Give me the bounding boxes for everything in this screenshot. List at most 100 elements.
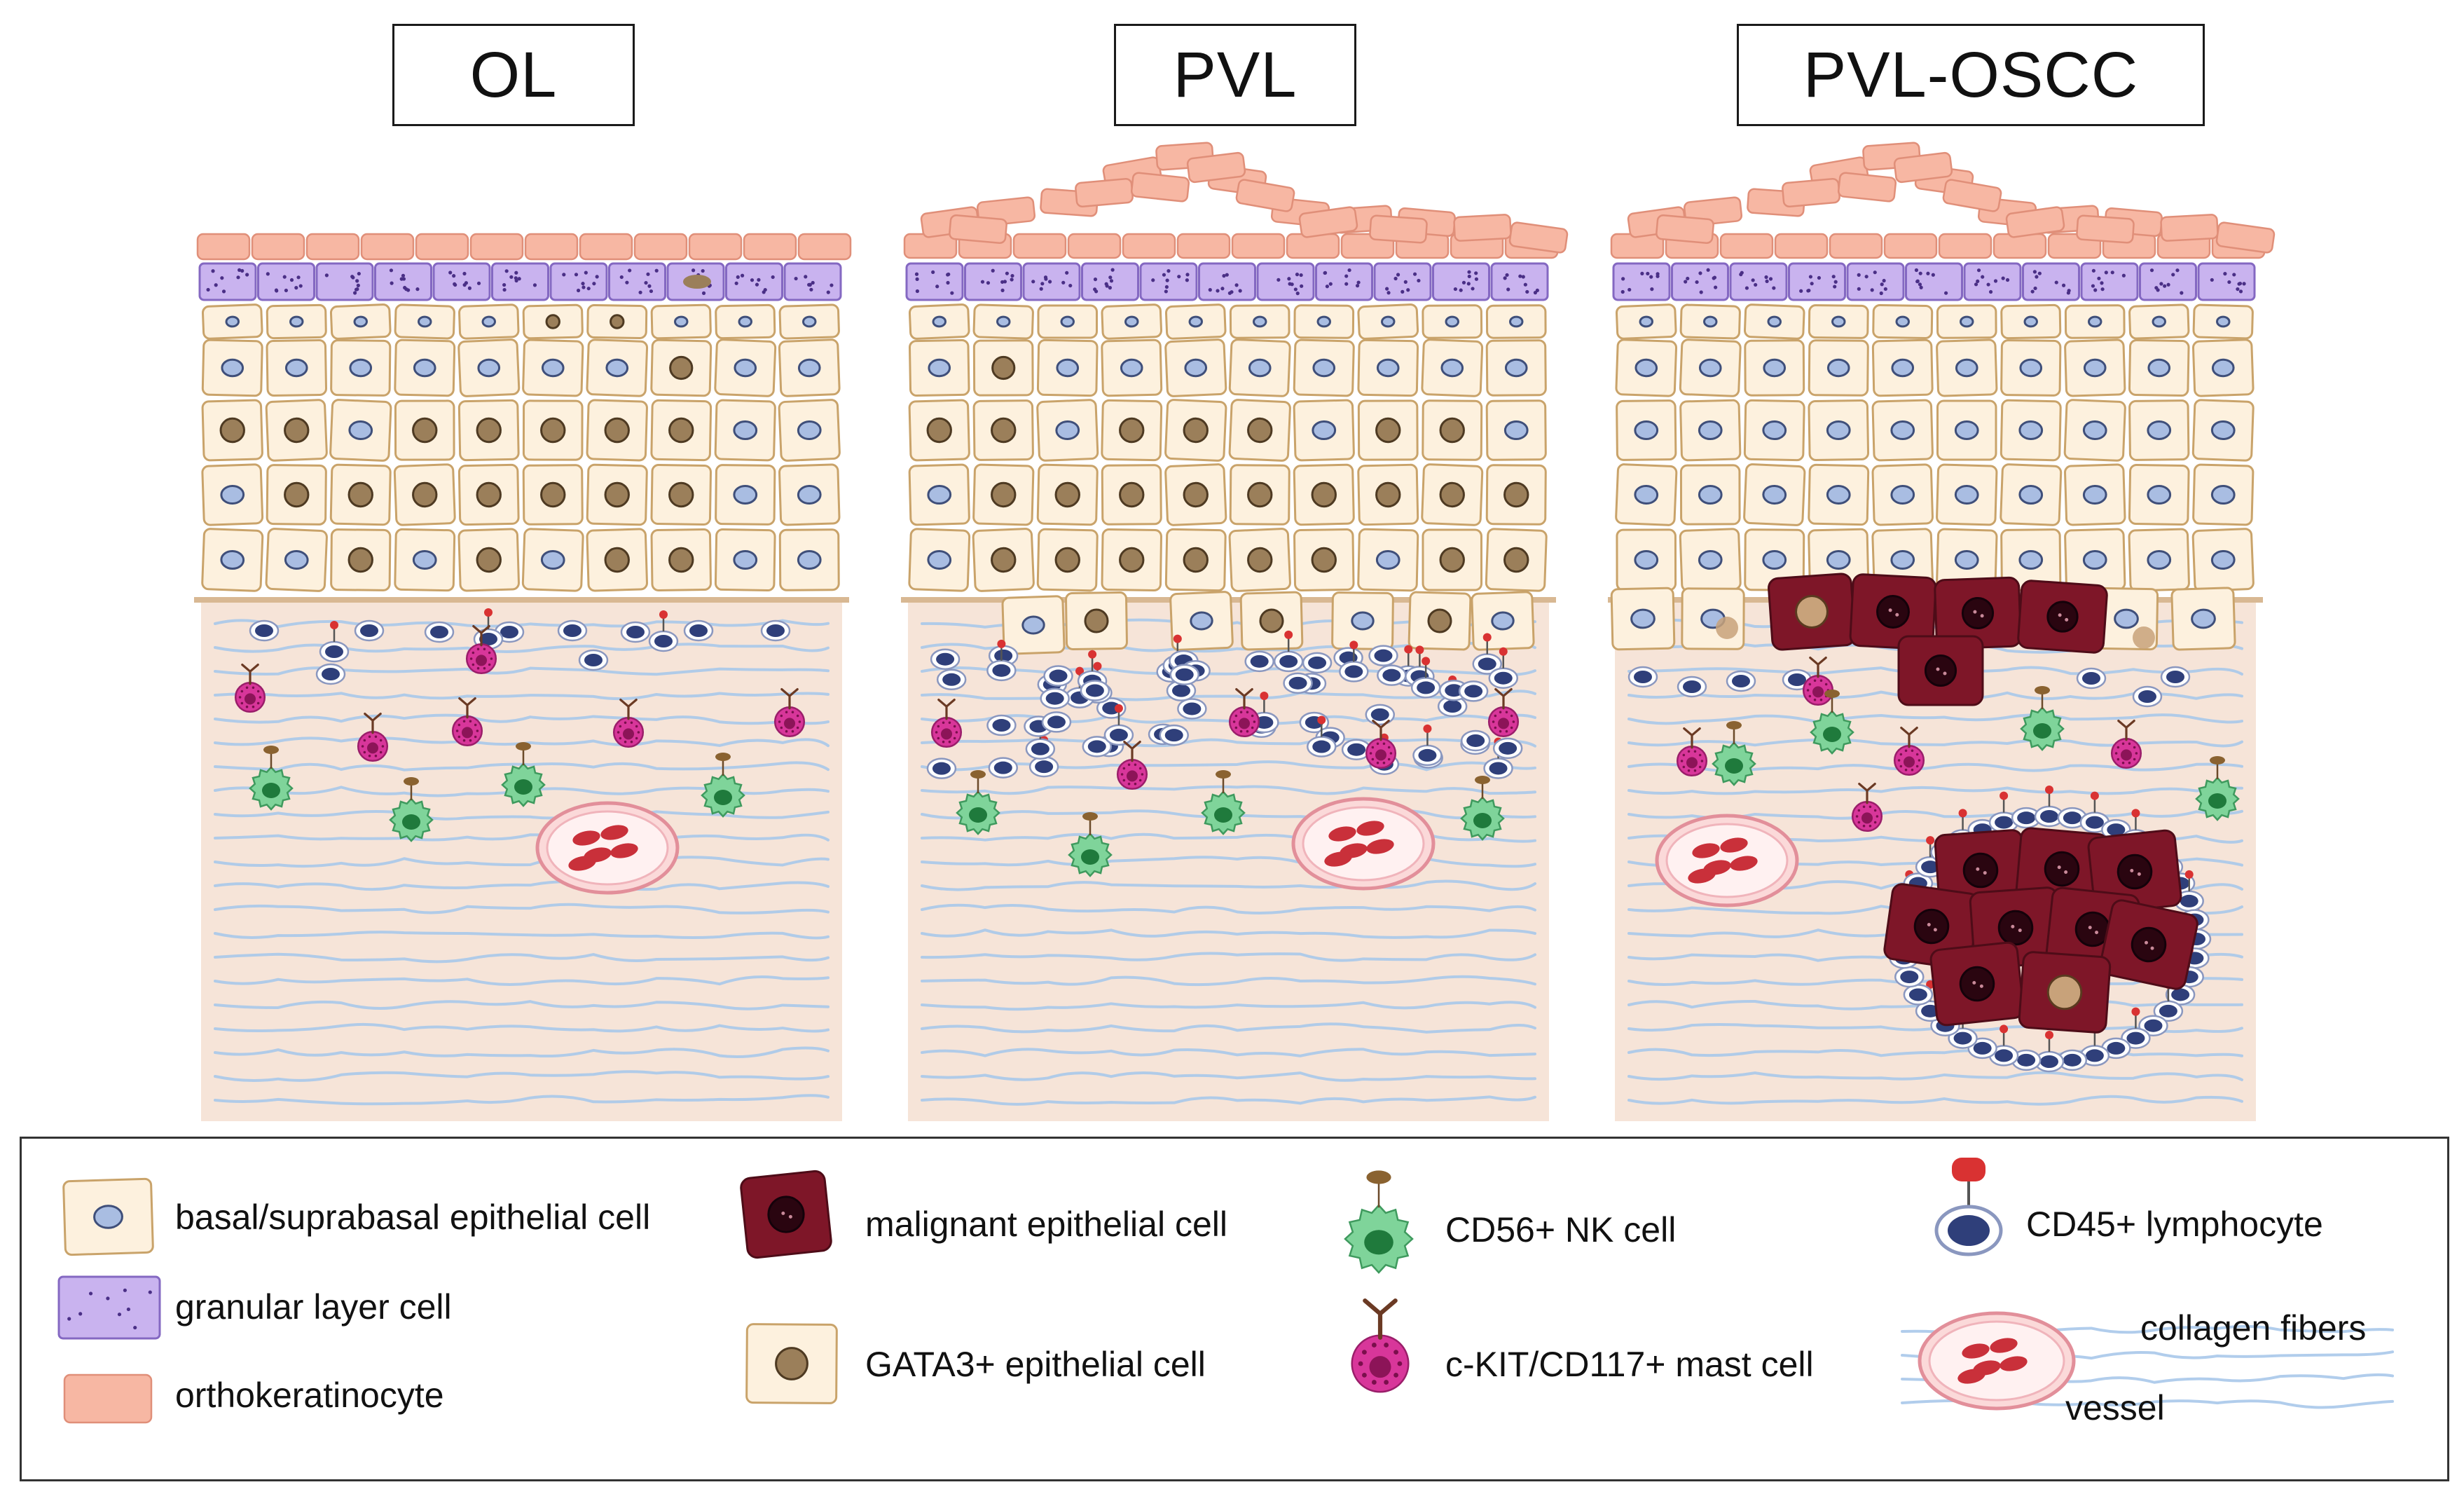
orthokeratinocyte [949,214,1007,245]
cd56-nk-cell [701,753,745,818]
cd45-lymphocyte [1437,675,1468,718]
granular-layer-cell [1788,262,1846,301]
panel-pvl-oscc [1608,142,2276,1121]
basal-epithelial-cell [2000,528,2062,591]
granular-layer-cell [2197,262,2256,301]
basal-epithelial-cell [1001,595,1066,655]
cd45-lymphocyte [648,610,679,652]
gata3-epithelial-cell [330,528,392,591]
granular-layer-cell [1081,262,1139,301]
basal-epithelial-cell [1808,304,1869,339]
ckit-mast-cell [930,699,963,748]
basal-epithelial-cell [1293,399,1355,462]
cd45-lymphocyte [1041,711,1072,733]
orthokeratinocyte [1369,214,1428,244]
orthokeratinocyte [1122,233,1176,259]
basal-epithelial-cell [457,338,521,397]
red-blood-cell [1324,851,1352,867]
granular-layer-cell [905,262,964,301]
basal-epithelial-cell [650,303,712,340]
orthokeratinocyte [2215,221,2276,254]
legend-label-malignant: malignant epithelial cell [865,1205,1227,1244]
gata3-epithelial-cell [393,463,456,526]
basal-epithelial-cell [1872,303,1934,340]
malignant-epithelial-cell [1929,941,2025,1027]
cd45-lymphocyte [2011,1049,2042,1071]
red-blood-cell [610,843,638,858]
gata3-epithelial-cell [1228,399,1291,462]
basal-epithelial-cell [972,303,1034,340]
basal-epithelial-cell [2192,303,2254,340]
basal-epithelial-cell [1485,304,1547,339]
basal-epithelial-cell [2128,463,2190,526]
cd56-nk-cell [1712,721,1756,786]
basal-epithelial-cell [2128,399,2190,461]
gata3-epithelial-cell [1229,464,1290,526]
cd56-nk-cell [1460,776,1505,841]
blood-vessel [1918,1311,2076,1411]
basal-epithelial-cell [908,528,971,592]
legend-label-vessel: vessel [2065,1388,2165,1427]
gata3-epithelial-cell [522,399,584,461]
cd45-lymphocyte [2076,667,2107,690]
basal-epithelial-cell [522,338,584,397]
basal-epithelial-cell [1936,304,1997,339]
basal-epithelial-cell [1808,463,1870,526]
basal-epithelial-cell [1331,591,1394,650]
cd45-lymphocyte [315,663,346,685]
orthokeratinocyte [688,233,743,261]
basal-epithelial-cell [1615,463,1678,526]
basal-epithelial-cell [1936,528,1998,592]
cd56-nk-cell [501,742,546,807]
gata3-epithelial-cell [650,464,713,526]
basal-epithelial-cell [1101,338,1163,397]
gata3-epithelial-cell [1164,463,1227,526]
basal-epithelial-cell [714,528,776,592]
orthokeratinocyte [2160,214,2219,242]
gata3-epithelial-cell [650,338,713,397]
malignant-epithelial-cell [1849,573,1937,650]
panel-title-pvl-oscc: PVL-OSCC [1737,24,2205,126]
ckit-mast-cell [1676,727,1708,777]
orthokeratinocyte [1829,233,1883,259]
granular-layer-cell [1729,262,1788,301]
basal-epithelial-cell [1164,303,1227,340]
orthokeratinocyte [1719,233,1774,259]
basal-epithelial-cell [1357,338,1419,397]
cd45-lymphocyte [1302,652,1333,674]
cd45-lymphocyte [1988,791,2019,833]
orthokeratinocyte [1938,233,1992,259]
gata3-epithelial-cell [457,399,520,462]
cd56-nk-cell [2020,686,2065,751]
legend-icons-group [57,1158,2394,1424]
basal-epithelial-cell [1808,399,1870,462]
basal-epithelial-cell [1615,338,1678,397]
orthokeratinocyte [1774,233,1829,259]
cd45-lymphocyte [424,621,455,643]
cd45-lymphocyte [319,621,350,663]
granular-layer-cell [57,1275,161,1340]
red-blood-cell [568,856,596,871]
legend-label-gata3: GATA3+ epithelial cell [865,1345,1206,1384]
cd45-lymphocyte [1365,704,1396,726]
basal-epithelial-cell [715,464,776,526]
gata3-epithelial-cell [329,463,392,526]
cd56-nk-cell [1201,770,1246,835]
gata3-epithelial-cell [586,528,648,592]
cd45-lymphocyte [2138,1015,2168,1036]
basal-epithelial-cell [1422,304,1483,339]
cd45-lymphocyte [988,757,1019,779]
ckit-mast-cell [1851,783,1883,832]
ckit-mast-cell [612,699,645,748]
ckit-mast-cell [2110,720,2142,769]
basal-epithelial-cell [1036,338,1099,397]
orthokeratinocyte [1453,214,1512,242]
orthokeratinocyte [1508,221,1569,254]
gata3-epithelial-cell [586,463,648,526]
basal-epithelial-cell [1743,303,1805,340]
gata3-epithelial-cell [1421,463,1484,526]
malignant-epithelial-cell [1768,573,1856,651]
basal-epithelial-cell [1808,339,1869,397]
red-blood-cell [1356,821,1384,836]
